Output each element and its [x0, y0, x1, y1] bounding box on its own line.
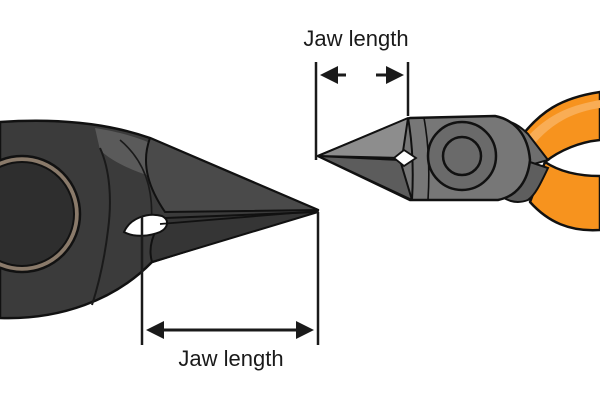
cutters-bevel-line: [407, 117, 414, 201]
pliers-upper-jaw: [144, 137, 319, 213]
top-jaw-length-label: Jaw length: [303, 26, 408, 51]
cutters-lower-jaw: [317, 155, 413, 201]
cutters-upper-jaw: [317, 117, 409, 159]
pliers-rivet-inner: [0, 161, 75, 267]
bottom-arrow-left-icon: [146, 321, 164, 339]
top-arrow-right-icon: [386, 66, 404, 84]
cutters-slot-notch: [392, 148, 418, 168]
cutters-pivot-inner: [441, 135, 483, 177]
side-cutters: [316, 90, 600, 232]
top-arrow-left-icon: [320, 66, 338, 84]
pliers-bevel-line-1: [91, 147, 111, 306]
bottom-dimension: Jaw length: [140, 212, 320, 371]
pliers-jaw-line: [159, 210, 319, 225]
cutters-upper-handle-shade: [528, 100, 600, 142]
pliers-lower-jaw: [149, 211, 319, 263]
bottom-jaw-length-label: Jaw length: [178, 346, 283, 371]
long-nose-pliers: [0, 119, 320, 320]
top-dimension: Jaw length: [303, 26, 410, 160]
bottom-arrow-right-icon: [296, 321, 314, 339]
